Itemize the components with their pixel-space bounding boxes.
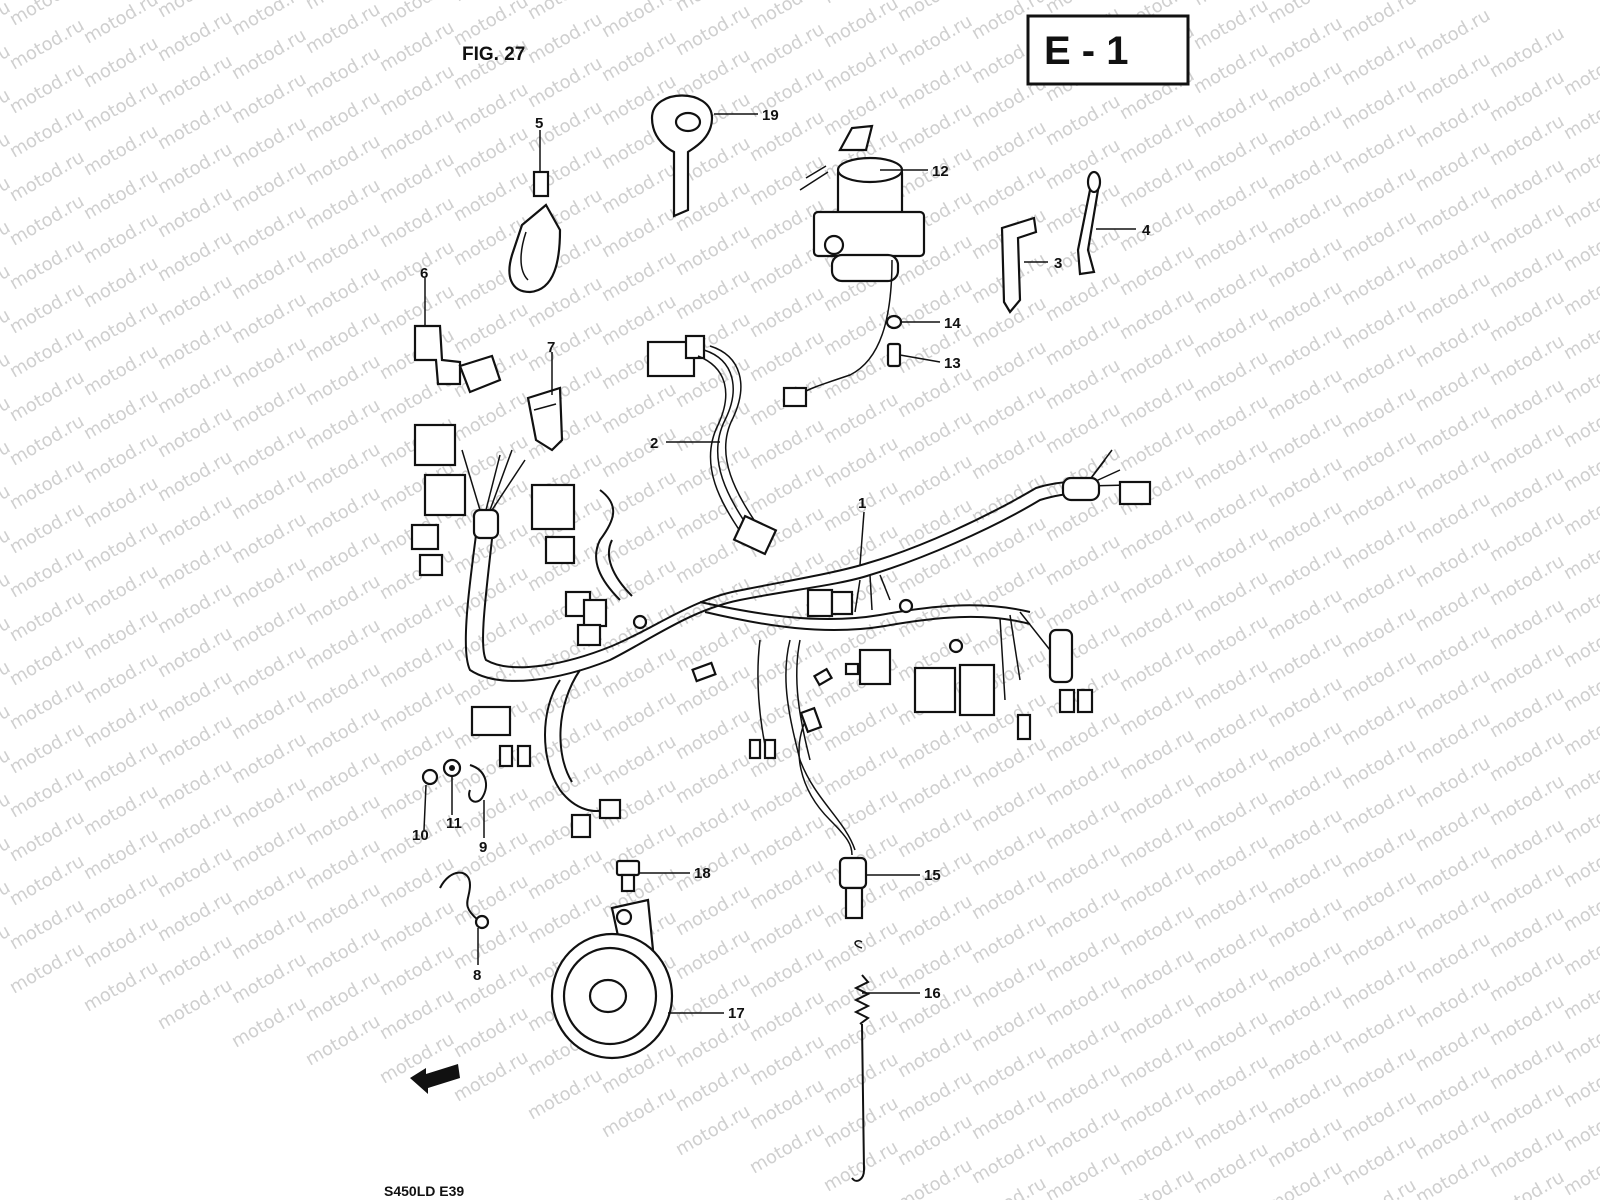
section-badge-text: E - 1 bbox=[1044, 29, 1128, 73]
rear-brake-switch bbox=[798, 706, 868, 920]
callout-11: 11 bbox=[446, 815, 462, 832]
callout-7: 7 bbox=[547, 339, 555, 356]
wire-clamps bbox=[1000, 170, 1102, 314]
callout-18: 18 bbox=[694, 865, 711, 882]
watermark-text: motod.ru bbox=[0, 921, 14, 980]
clamp bbox=[526, 386, 564, 452]
main-harness bbox=[410, 423, 1152, 851]
screw-washer-ring bbox=[421, 758, 487, 803]
callout-4: 4 bbox=[1142, 222, 1151, 239]
section-badge: E - 1 bbox=[1026, 14, 1190, 86]
clamp-bracket bbox=[413, 324, 502, 394]
callout-labels: 1 2 3 4 5 6 7 8 9 10 11 12 13 14 15 16 1… bbox=[412, 107, 1151, 1022]
spring bbox=[851, 940, 871, 1182]
clip bbox=[439, 871, 490, 930]
horn bbox=[550, 898, 674, 1060]
figure-title: FIG. 27 bbox=[462, 44, 525, 65]
callout-14: 14 bbox=[944, 315, 961, 332]
callout-13: 13 bbox=[944, 355, 961, 372]
sub-harness bbox=[646, 334, 778, 556]
callout-15: 15 bbox=[924, 867, 941, 884]
horn-bolt bbox=[615, 859, 641, 893]
callout-12: 12 bbox=[932, 163, 949, 180]
callout-17: 17 bbox=[728, 1005, 745, 1022]
callout-19: 19 bbox=[762, 107, 779, 124]
callout-16: 16 bbox=[924, 985, 941, 1002]
callout-5: 5 bbox=[535, 115, 543, 132]
callout-9: 9 bbox=[479, 839, 487, 856]
model-code: S450LD E39 bbox=[384, 1183, 464, 1199]
front-direction-arrow bbox=[410, 1064, 460, 1094]
leader-lines bbox=[423, 113, 1136, 1014]
watermark-text: motod.ru bbox=[1560, 41, 1600, 100]
bolt-and-washer bbox=[885, 314, 903, 368]
ignition-switch bbox=[782, 124, 926, 408]
callout-1: 1 bbox=[858, 495, 866, 512]
clamp-band bbox=[508, 170, 562, 294]
callout-6: 6 bbox=[420, 265, 428, 282]
callout-10: 10 bbox=[412, 827, 429, 844]
callout-2: 2 bbox=[650, 435, 658, 452]
callout-3: 3 bbox=[1054, 255, 1062, 272]
callout-8: 8 bbox=[473, 967, 481, 984]
key bbox=[650, 94, 714, 218]
